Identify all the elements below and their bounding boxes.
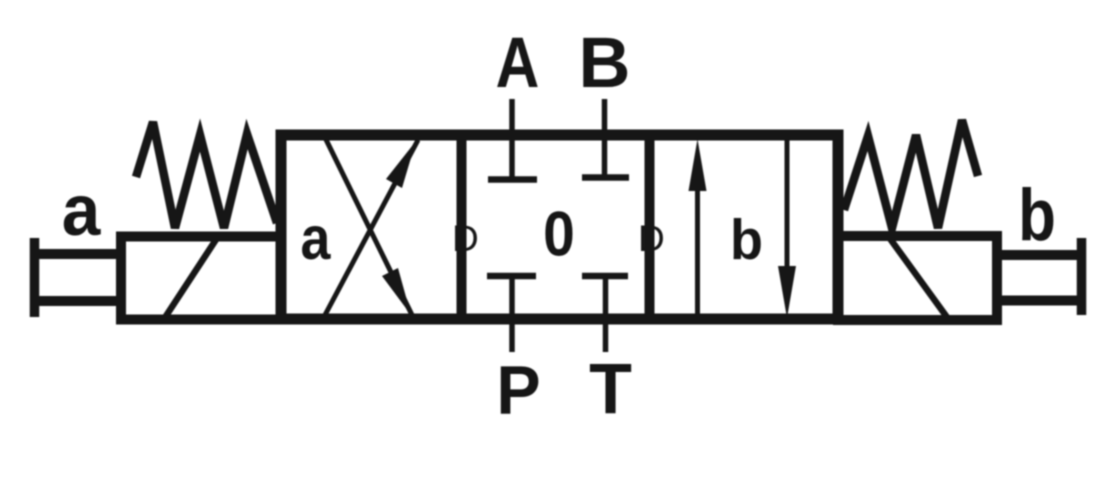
svg-text:D: D — [638, 218, 665, 259]
svg-text:T: T — [589, 349, 632, 429]
svg-text:a: a — [62, 170, 101, 251]
svg-text:0: 0 — [543, 199, 575, 269]
svg-text:b: b — [1018, 175, 1056, 256]
svg-text:A: A — [496, 22, 540, 102]
svg-text:P: P — [496, 353, 540, 429]
svg-text:b: b — [730, 208, 763, 271]
svg-text:a: a — [301, 205, 332, 273]
svg-text:D: D — [452, 218, 479, 259]
svg-text:B: B — [579, 23, 631, 103]
